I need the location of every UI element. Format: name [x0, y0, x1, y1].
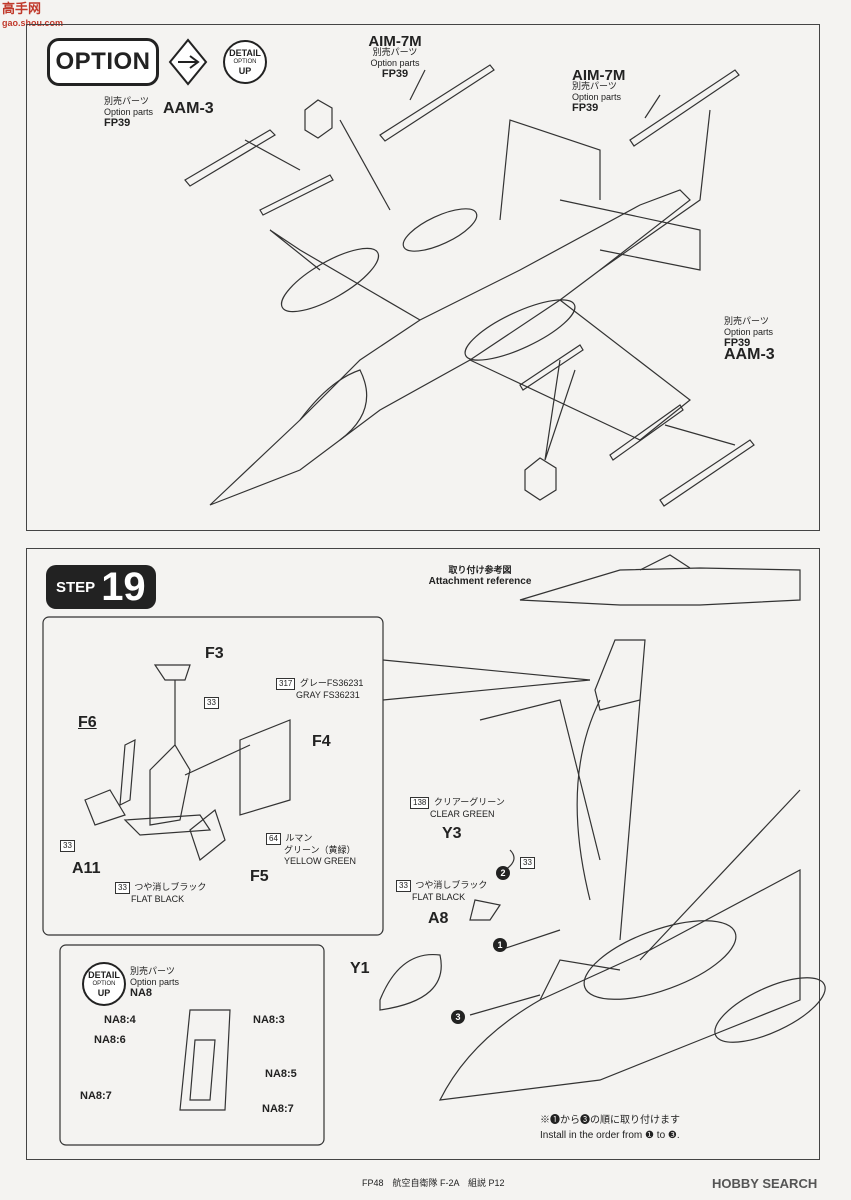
detail-box-code: NA8 [130, 987, 153, 999]
na8-label-7a: NA8:7 [80, 1090, 112, 1102]
paint-cg-jp: クリアーグリーン [433, 797, 505, 807]
attach-ref-label: 取り付け参考図 Attachment reference [415, 565, 545, 587]
aam3-right-name: AAM-3 [724, 346, 775, 363]
step-panel [26, 548, 820, 1160]
aim7m-right-en: Option parts [572, 92, 622, 102]
order-note: ※❶から❸の順に取り付けます Install in the order from… [540, 1115, 680, 1141]
aim7m-left-label: AIM-7M 別売パーツ Option parts FP39 [355, 33, 435, 80]
part-f6: F6 [78, 714, 97, 731]
step-word: STEP [56, 578, 96, 596]
order-note-jp: ※❶から❸の順に取り付けます [540, 1115, 680, 1126]
callout-y3: 33 [520, 852, 535, 870]
watermark-url: gao.shou.com [2, 18, 64, 28]
step-badge: STEP 19 [46, 565, 156, 609]
aam3-left-label: 別売パーツ Option parts FP39 [104, 96, 234, 129]
detail-box-en: Option parts [130, 977, 180, 987]
aam3-right-en: Option parts [724, 327, 774, 337]
na8-label-4: NA8:4 [104, 1014, 136, 1026]
part-a11: A11 [72, 860, 101, 877]
step-number: 19 [101, 564, 146, 609]
paint-fb-a8-num: 33 [396, 880, 411, 892]
paint-cg-en: CLEAR GREEN [430, 809, 495, 819]
aim7m-left-code: FP39 [381, 68, 409, 80]
paint-yg-jp2: グリーン（黄緑） [284, 845, 356, 855]
aam3-right-code: FP39 [724, 337, 751, 349]
paint-yg-jp1: ルマン [285, 833, 313, 843]
paint-gray-num: 317 [276, 678, 296, 690]
detail-up-step-line2: OPTION [92, 980, 116, 987]
paint-fb-a8-jp: つや消しブラック [415, 880, 488, 890]
attach-ref-jp: 取り付け参考図 [448, 565, 512, 575]
marker-3: 3 [455, 1012, 460, 1022]
paint-yellow-green: 64 ルマン グリーン（黄緑） YELLOW GREEN [266, 831, 356, 867]
detail-up-line3: UP [238, 65, 252, 76]
callout-f3: 33 [204, 692, 219, 710]
detail-up-badge: DETAIL OPTION UP [223, 40, 267, 84]
aam3-left-jp: 別売パーツ [104, 96, 149, 106]
part-y3: Y3 [442, 825, 462, 842]
option-badge: OPTION [47, 38, 159, 86]
aim7m-left-en: Option parts [370, 58, 420, 68]
aam3-left-code: FP39 [104, 117, 131, 129]
na8-label-5: NA8:5 [265, 1068, 297, 1080]
detail-up-line1: DETAIL [229, 47, 261, 58]
aim7m-right-code: FP39 [572, 102, 599, 114]
paint-fb-a8-en: FLAT BLACK [412, 892, 466, 902]
paint-yg-num: 64 [266, 833, 281, 845]
detail-box-jp: 別売パーツ [130, 966, 175, 976]
paint-fb-en: FLAT BLACK [131, 894, 185, 904]
detail-up-line2: OPTION [233, 58, 257, 65]
part-f4: F4 [312, 733, 331, 750]
na8-label-6: NA8:6 [94, 1034, 126, 1046]
aam3-left-en: Option parts [104, 107, 154, 117]
aim7m-left-name: AIM-7M [368, 33, 422, 50]
aim7m-left-jp: 別売パーツ [372, 47, 418, 57]
na8-label-7b: NA8:7 [262, 1103, 294, 1115]
paint-gray-en: GRAY FS36231 [296, 690, 360, 700]
part-y1: Y1 [350, 960, 370, 977]
aam3-right-jp: 別売パーツ [724, 316, 769, 326]
paint-clear-green: 138 クリアーグリーン CLEAR GREEN [410, 795, 505, 820]
detail-up-badge-step: DETAIL OPTION UP [82, 962, 126, 1006]
marker-1: 1 [497, 940, 502, 950]
paint-fb-num: 33 [115, 882, 130, 894]
aim7m-right-jp: 別売パーツ [572, 81, 617, 91]
callout-f6: 33 [60, 835, 75, 853]
paint-flat-black-a8: 33 つや消しブラック FLAT BLACK [396, 878, 487, 903]
part-f5: F5 [250, 868, 269, 885]
paint-flat-black: 33 つや消しブラック FLAT BLACK [115, 880, 206, 905]
attach-ref-en: Attachment reference [428, 576, 532, 587]
na8-label-3: NA8:3 [253, 1014, 285, 1026]
aim7m-right-name: AIM-7M [572, 67, 626, 84]
footer-brand: HOBBY SEARCH [712, 1176, 818, 1191]
part-f3: F3 [205, 645, 224, 662]
order-note-en: Install in the order from ❶ to ❸. [540, 1130, 680, 1141]
detail-up-step-line3: UP [97, 987, 111, 998]
part-a8: A8 [428, 910, 449, 927]
watermark-logo: 高手网 [2, 1, 42, 16]
paint-gray-jp: グレーFS36231 [299, 678, 364, 688]
detail-box-label: 別売パーツ Option parts NA8 [130, 966, 179, 999]
aam3-right-label: 別売パーツ Option parts FP39 AAM-3 [724, 316, 804, 363]
paint-gray: 317 グレーFS36231 GRAY FS36231 [276, 676, 363, 701]
detail-up-step-line1: DETAIL [88, 969, 120, 980]
footer-page-info: FP48 航空自衛隊 F-2A 組説 P12 [362, 1178, 505, 1188]
swap-arrow-icon [168, 38, 208, 86]
aam3-left-name: AAM-3 [163, 100, 214, 117]
option-panel [26, 24, 820, 531]
aim7m-right-label: AIM-7M 別売パーツ Option parts FP39 [572, 67, 652, 114]
marker-2: 2 [500, 868, 505, 878]
paint-fb-jp: つや消しブラック [134, 882, 207, 892]
paint-yg-en: YELLOW GREEN [284, 856, 357, 866]
paint-cg-num: 138 [410, 797, 430, 809]
